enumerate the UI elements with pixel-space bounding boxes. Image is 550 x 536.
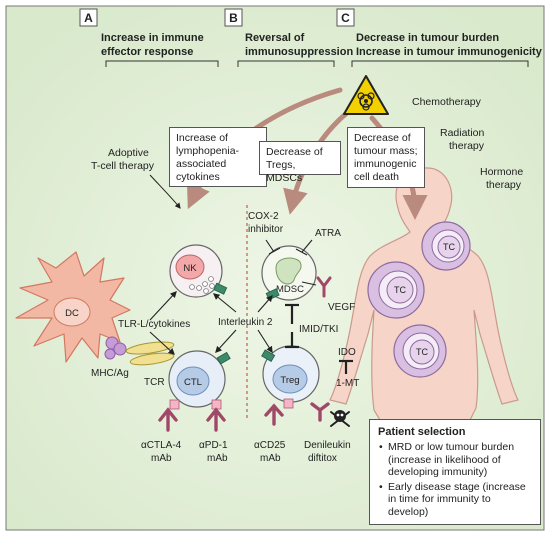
adoptive-label-line1: Adoptive <box>108 147 149 159</box>
tc-label-1: TC <box>394 285 406 295</box>
ido-label: IDO <box>338 347 356 358</box>
chemotherapy-label: Chemotherapy <box>412 96 482 108</box>
pd1-antibody <box>206 407 226 432</box>
cox2-label-line1: COX-2 <box>248 211 279 222</box>
lymphopenia-box-text: Increase of lymphopenia-associated cytok… <box>176 132 240 183</box>
ctla4-label-line1: αCTLA-4 <box>141 440 182 451</box>
radiation-label-line2: therapy <box>449 140 485 152</box>
patient-selection-item-2: Early disease stage (increase in time fo… <box>379 481 532 519</box>
denileukin-label-line1: Denileukin <box>304 440 351 451</box>
radiation-label-line1: Radiation <box>440 127 485 139</box>
patient-selection-item-1: MRD or low tumour burden (increase in li… <box>379 441 532 479</box>
tumour-mass-box-text: Decrease of tumour mass; immunogenic cel… <box>354 132 418 183</box>
panel-b-letter: B <box>229 11 238 25</box>
ctl-cell: CTL <box>168 350 231 410</box>
il2-label: Interleukin 2 <box>218 317 273 328</box>
tcr-label: TCR <box>144 377 165 388</box>
nk-label: NK <box>183 263 197 274</box>
adoptive-arrow <box>149 174 181 209</box>
tregs-mdscs-box: Decrease of Tregs, MDSCs <box>259 141 341 184</box>
denileukin-label-line2: diftitox <box>308 453 337 464</box>
tumour-mass-box: Decrease of tumour mass; immunogenic cel… <box>347 127 425 188</box>
mdsc-label: MDSC <box>276 284 304 295</box>
imid-inhibition <box>285 303 299 349</box>
atra-label: ATRA <box>315 228 341 239</box>
mdsc-cell: MDSC <box>261 245 317 301</box>
interaction-arrows <box>149 239 317 355</box>
panel-c-header: C Decrease in tumour burden Increase in … <box>336 8 543 67</box>
ctl-label: CTL <box>184 377 202 388</box>
mhc-label: MHC/Ag <box>91 368 129 379</box>
panel-a-letter: A <box>84 11 93 25</box>
vegf-receptor <box>316 276 332 298</box>
dc-label: DC <box>65 308 79 319</box>
tc-label-3: TC <box>416 347 428 357</box>
panel-a-header: A Increase in immune effector response <box>79 8 219 67</box>
treg-cell: Treg <box>261 345 320 409</box>
ctla4-label-line2: mAb <box>151 453 172 464</box>
panel-b-header: B Reversal of immunosuppression <box>224 8 353 67</box>
cd25-label-line2: mAb <box>260 453 281 464</box>
lymphopenia-cytokines-box: Increase of lymphopenia-associated cytok… <box>169 127 267 187</box>
patient-selection-title: Patient selection <box>378 426 466 438</box>
hormone-label-line1: Hormone <box>480 166 523 178</box>
nk-cell: NK <box>169 244 228 298</box>
panel-b-title-line1: Reversal of <box>245 32 305 44</box>
tumour-cell-2: TC <box>421 221 471 271</box>
patient-selection-list: MRD or low tumour burden (increase in li… <box>378 441 532 518</box>
one-mt-inhibition <box>339 359 353 374</box>
panel-c-letter: C <box>341 11 350 25</box>
panel-c-title-line1: Decrease in tumour burden <box>356 32 499 44</box>
panel-a-title-line1: Increase in immune <box>101 32 204 44</box>
denileukin-receptor <box>310 402 330 422</box>
tumour-cell-3: TC <box>393 324 447 378</box>
imid-label: IMID/TKI <box>299 324 338 335</box>
ctla4-antibody <box>158 407 178 432</box>
panel-a-title-line2: effector response <box>101 46 193 58</box>
vegf-label: VEGF <box>328 302 355 313</box>
dendritic-cell: DC <box>15 251 131 363</box>
panel-c-title-line2: Increase in tumour immunogenicity <box>356 46 543 58</box>
cd25-antibody <box>264 403 284 426</box>
tlr-label: TLR-L/cytokines <box>118 319 190 330</box>
treg-label: Treg <box>280 375 299 386</box>
patient-selection-box: Patient selection MRD or low tumour burd… <box>369 419 541 525</box>
pd1-label-line2: mAb <box>207 453 228 464</box>
pd1-label-line1: αPD-1 <box>199 440 228 451</box>
hormone-label-line2: therapy <box>486 179 522 191</box>
skull-crossbones-icon <box>330 410 350 427</box>
tc-label-2: TC <box>443 242 455 252</box>
cd25-label-line1: αCD25 <box>254 440 286 451</box>
panel-b-title-line2: immunosuppression <box>245 46 353 58</box>
mhc-tcr-complex <box>104 336 175 366</box>
one-mt-label: 1-MT <box>336 378 359 389</box>
cox2-label-line2: inhibitor <box>248 224 284 235</box>
tumour-cell-1: TC <box>367 261 425 319</box>
biohazard-icon <box>343 75 389 115</box>
adoptive-label-line2: T-cell therapy <box>91 160 155 172</box>
tregs-box-text: Decrease of Tregs, MDSCs <box>266 146 323 184</box>
